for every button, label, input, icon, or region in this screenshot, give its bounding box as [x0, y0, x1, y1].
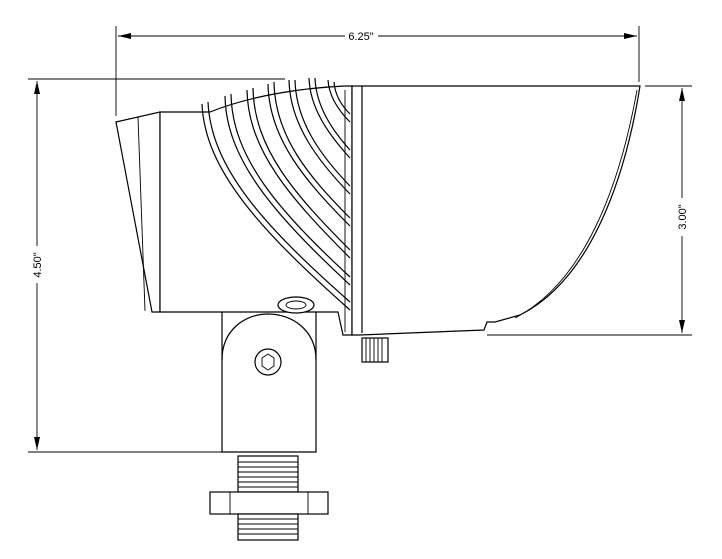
shroud-arrow-top: [679, 88, 685, 101]
fin-2-inner: [230, 93, 351, 278]
threaded-stem: [209, 455, 329, 541]
fin-7-inner: [333, 81, 351, 115]
knuckle-mount: [221, 312, 317, 453]
rear-cap-outline: [115, 111, 161, 313]
knuckle-outline: [221, 313, 317, 453]
width-arrow-right: [624, 33, 637, 39]
locking-knob: [361, 337, 389, 363]
front-shroud: [351, 85, 641, 336]
fin-2: [224, 95, 351, 286]
shroud-visor-curve: [514, 89, 638, 319]
lock-nut: [209, 491, 329, 515]
fin-6: [308, 77, 351, 159]
fin-6-inner: [314, 77, 351, 151]
height-arrow-bottom: [34, 437, 40, 450]
thread-lower: [237, 513, 299, 541]
cooling-fins: [201, 77, 351, 311]
shroud-outline: [351, 85, 641, 336]
fin-3: [246, 89, 351, 259]
housing-screw-recess: [285, 300, 307, 310]
height-dimension-label: 4.50": [32, 252, 44, 277]
fin-1-inner: [207, 101, 351, 303]
rear-cap-edge-line: [137, 116, 146, 312]
fin-3-inner: [252, 87, 351, 251]
housing-screw-head: [277, 296, 315, 314]
knuckle-bolt-head: [254, 348, 282, 376]
shroud-arrow-bottom: [679, 320, 685, 333]
width-arrow-left: [118, 33, 131, 39]
shroud-height-dimension: 3.00": [487, 85, 692, 336]
height-arrow-top: [34, 81, 40, 94]
fin-5-inner: [294, 79, 351, 187]
fin-4-inner: [273, 81, 351, 219]
fin-5: [288, 79, 351, 195]
fin-7: [327, 79, 351, 123]
rear-cap: [115, 111, 161, 313]
fin-4: [267, 83, 351, 227]
shroud-height-label: 3.00": [677, 204, 689, 229]
housing-body: [159, 85, 353, 336]
fin-1: [201, 103, 351, 311]
hex-socket-icon: [261, 353, 275, 371]
width-dimension: 6.25": [115, 26, 640, 116]
housing-screw: [277, 296, 315, 314]
height-dimension: 4.50": [28, 78, 285, 453]
width-dimension-label: 6.25": [348, 31, 373, 43]
